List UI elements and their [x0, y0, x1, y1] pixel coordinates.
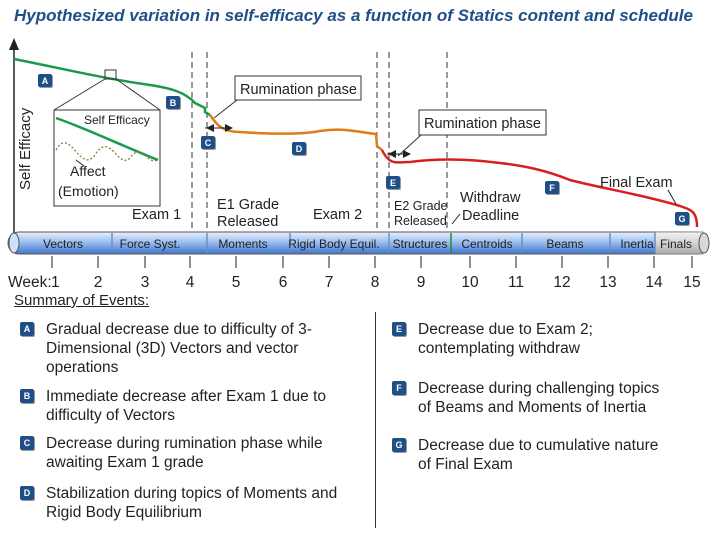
event-item-f: F Decrease during challenging topics of …	[392, 379, 702, 417]
topic-label: Force Syst.	[120, 237, 181, 251]
inset-panel: Self Efficacy Affect (Emotion)	[53, 69, 161, 207]
svg-text:D: D	[296, 144, 303, 154]
event-item-b: B Immediate decrease after Exam 1 due to…	[20, 387, 370, 425]
event-text-e: Decrease due to Exam 2; contemplating wi…	[418, 321, 593, 357]
week-tick-label: 10	[461, 274, 479, 291]
rumination-label-2: Rumination phase	[424, 116, 541, 132]
efficacy-curve-efg	[380, 149, 699, 228]
event-text-f: Decrease during challenging topics of Be…	[418, 380, 660, 416]
event-badge-f: F	[392, 381, 406, 395]
summary-title: Summary of Events:	[14, 292, 150, 309]
topic-labels: Vectors Force Syst. Moments Rigid Body Equi…	[43, 237, 692, 251]
week-tick-label: 4	[186, 274, 195, 291]
exam1-label: Exam 1	[132, 207, 181, 223]
topic-label: Beams	[546, 237, 583, 251]
inset-affect-line	[55, 142, 159, 162]
rumination-label-1: Rumination phase	[240, 82, 357, 98]
point-badge-f: F	[545, 181, 560, 195]
topic-label: Structures	[393, 237, 448, 251]
topic-label: Rigid Body Equil.	[288, 237, 379, 251]
rumination-callout-2: Rumination phase	[387, 109, 547, 158]
point-badge-e: E	[386, 176, 401, 190]
week-tick-label: 5	[232, 274, 241, 291]
event-text-b: Immediate decrease after Exam 1 due to d…	[46, 388, 327, 424]
topic-label: Moments	[218, 237, 267, 251]
diagram-title: Hypothesized variation in self-efficacy …	[14, 6, 693, 25]
event-badge-g: G	[392, 438, 406, 452]
svg-text:A: A	[42, 76, 49, 86]
week-tick-label: 14	[645, 274, 663, 291]
svg-text:G: G	[678, 214, 685, 224]
week-tick-label: 6	[279, 274, 288, 291]
week-tick-label: 13	[599, 274, 616, 291]
week-axis-prefix: Week:	[8, 274, 52, 291]
point-badge-b: B	[166, 96, 181, 110]
topic-label: Centroids	[461, 237, 512, 251]
topic-timeline: Vectors Force Syst. Moments Rigid Body Equi…	[7, 231, 710, 255]
svg-text:C: C	[205, 138, 212, 148]
event-text-c: Decrease during rumination phase while a…	[46, 435, 323, 471]
efficacy-curve-ab	[13, 57, 211, 117]
svg-text:E: E	[390, 178, 396, 188]
event-item-g: G Decrease due to cumulative nature of F…	[392, 436, 702, 474]
event-text-a: Gradual decrease due to difficulty of 3-…	[46, 321, 312, 376]
inset-self-efficacy-line	[55, 116, 159, 162]
event-text-g: Decrease due to cumulative nature of Fin…	[418, 437, 659, 473]
rumination-callout-1: Rumination phase	[205, 75, 362, 132]
timeline-end-left	[8, 232, 20, 254]
topic-label: Finals	[660, 237, 692, 251]
week-tick-label: 1	[51, 274, 60, 291]
point-badge-g: G	[675, 212, 690, 226]
point-badge-d: D	[292, 142, 307, 156]
event-badge-c: C	[20, 436, 34, 450]
point-badge-c: C	[201, 136, 216, 150]
point-badge-a: A	[38, 74, 53, 88]
week-tick-label: 2	[94, 274, 103, 291]
self-efficacy-diagram: Self Efficacy Self Efficacy Affect (Emot…	[7, 38, 710, 291]
week-tick-label: 3	[141, 274, 150, 291]
week-tick-label: 12	[553, 274, 570, 291]
week-tick-label: 8	[371, 274, 380, 291]
inset-self-efficacy-label: Self Efficacy	[84, 113, 150, 127]
event-badge-d: D	[20, 486, 34, 500]
topic-label: Vectors	[43, 237, 83, 251]
event-item-d: D Stabilization during topics of Moments…	[20, 484, 370, 522]
week-tick-label: 9	[417, 274, 426, 291]
svg-text:F: F	[549, 183, 555, 193]
event-badge-a: A	[20, 322, 34, 336]
final-exam-label: Final Exam	[600, 175, 673, 191]
timeline-end-right	[698, 232, 710, 254]
svg-text:B: B	[170, 98, 177, 108]
week-tick-label: 15	[683, 274, 700, 291]
topic-separators	[111, 233, 656, 253]
event-item-a: A Gradual decrease due to difficulty of …	[20, 320, 370, 377]
exam2-label: Exam 2	[313, 207, 362, 223]
topic-label: Inertia	[620, 237, 654, 251]
inset-affect-label: Affect (Emotion)	[58, 163, 119, 199]
point-badges: A B C D E F G	[38, 74, 690, 226]
event-badge-b: B	[20, 389, 34, 403]
withdraw-pointer	[451, 213, 461, 225]
event-badge-e: E	[392, 322, 406, 336]
week-tick-label: 11	[508, 274, 524, 291]
final-exam-pointer	[667, 189, 677, 205]
y-axis-label: Self Efficacy	[17, 107, 34, 190]
event-item-c: C Decrease during rumination phase while…	[20, 434, 370, 472]
event-item-e: E Decrease due to Exam 2; contemplating …	[392, 320, 702, 358]
y-axis-arrowhead	[9, 38, 19, 50]
event-text-d: Stabilization during topics of Moments a…	[46, 485, 338, 521]
week-tick-label: 7	[325, 274, 334, 291]
summary-divider	[375, 312, 376, 528]
